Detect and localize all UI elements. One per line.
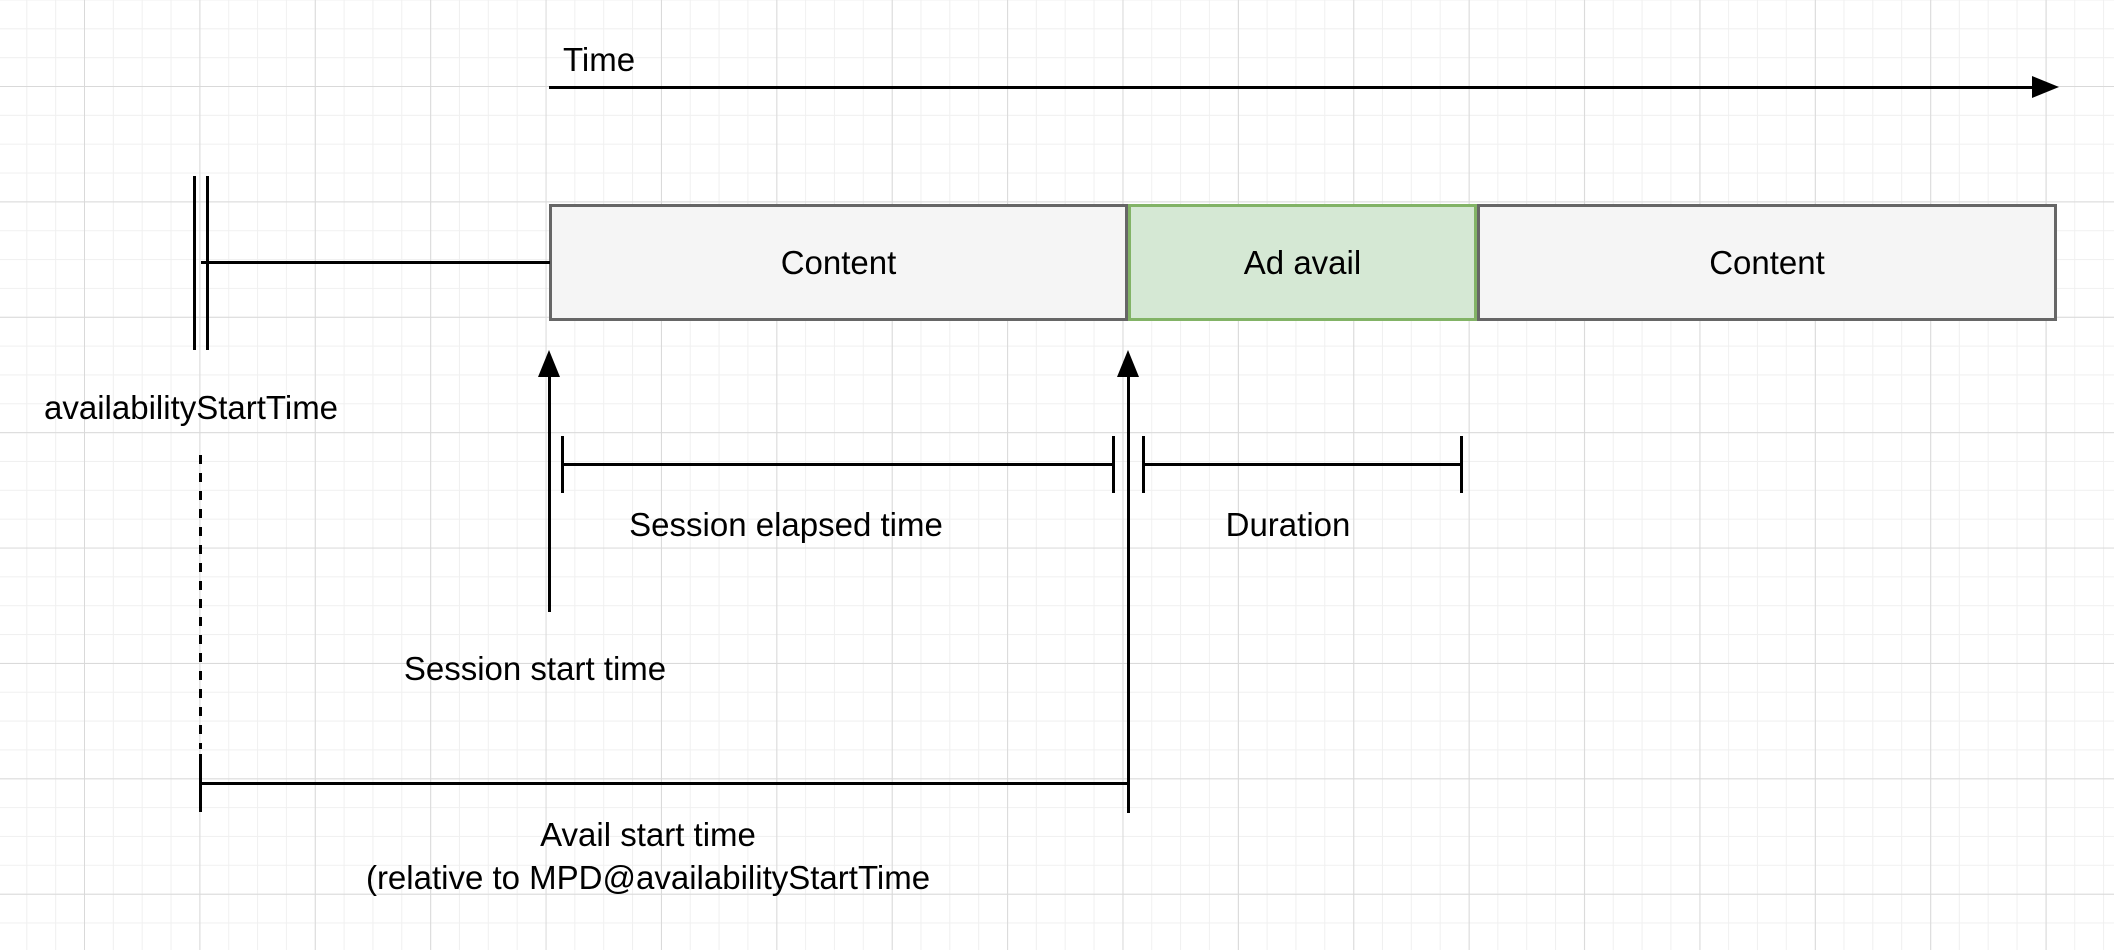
segment-content-2: Content	[1477, 204, 2057, 321]
session-elapsed-bracket-tick-right	[1112, 436, 1115, 493]
duration-bracket-line	[1144, 463, 1463, 466]
avail-start-time-label: Avail start time (relative to MPD@availa…	[348, 813, 948, 899]
availability-start-marker-line-1	[193, 176, 196, 350]
arrowhead-up-icon	[538, 350, 560, 377]
duration-bracket-tick-left	[1142, 436, 1145, 493]
arrowhead-right-icon	[2032, 76, 2059, 98]
avail-start-bracket-tick-left	[199, 754, 202, 812]
session-elapsed-time-label: Session elapsed time	[629, 506, 943, 543]
avail-start-arrow-line	[1127, 374, 1130, 813]
segment-ad-avail: Ad avail	[1128, 204, 1477, 321]
segment-content-1: Content	[549, 204, 1128, 321]
segment-content-1-label: Content	[780, 243, 897, 281]
availability-start-dashed-line	[199, 455, 202, 749]
availability-start-time-label: availabilityStartTime	[44, 389, 339, 426]
avail-start-time-label-line2: (relative to MPD@availabilityStartTime	[365, 859, 931, 896]
arrowhead-up-icon	[1117, 350, 1139, 377]
segment-ad-avail-label: Ad avail	[1243, 243, 1362, 281]
session-elapsed-bracket-tick-left	[561, 436, 564, 493]
session-start-time-label: Session start time	[403, 650, 667, 687]
time-axis-label: Time	[563, 41, 636, 78]
avail-start-time-label-line1: Avail start time	[540, 816, 756, 853]
duration-label: Duration	[1225, 506, 1351, 543]
session-start-arrow-line	[548, 374, 551, 612]
segment-content-2-label: Content	[1709, 243, 1825, 281]
session-elapsed-bracket-line	[563, 463, 1115, 466]
time-axis-line	[549, 86, 2035, 89]
availability-start-connector-line	[201, 261, 550, 264]
avail-start-bracket-line	[200, 782, 1129, 785]
duration-bracket-tick-right	[1460, 436, 1463, 493]
